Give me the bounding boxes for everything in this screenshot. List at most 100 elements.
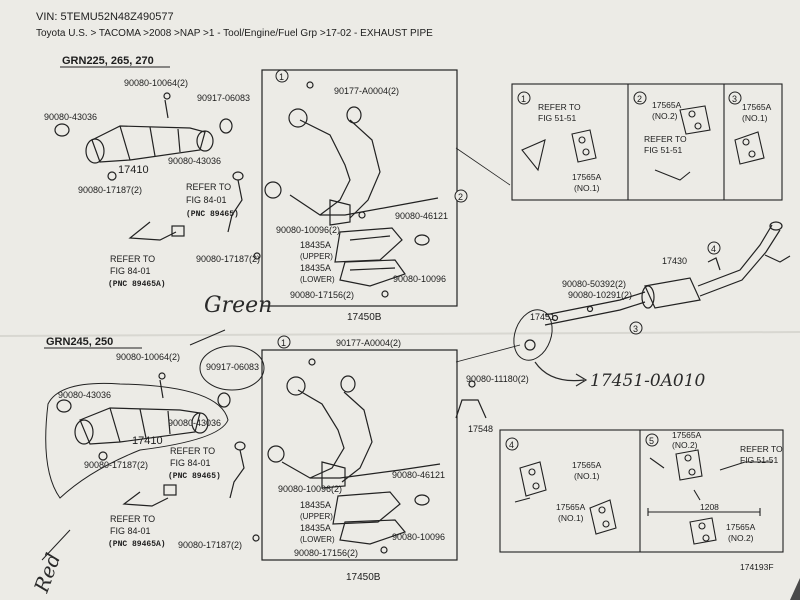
label-18435a-upper-top: 18435A	[300, 240, 331, 250]
top-section	[54, 69, 511, 307]
gasket-46121-top	[414, 234, 430, 246]
tailpipe-assembly	[455, 221, 791, 363]
gasket-06083-top	[219, 118, 233, 134]
label-06083-top: 90917-06083	[197, 93, 250, 103]
label-17565a-box5b: 17565A	[726, 522, 756, 532]
refer-to-box2: REFER TO	[644, 134, 687, 144]
label-17156-top: 90080-17156(2)	[290, 290, 354, 300]
no1-box1: (NO.1)	[574, 183, 600, 193]
nut-17187-top	[107, 171, 117, 181]
o2-sensor-wire-top	[227, 179, 243, 233]
fig-51-box2: FIG 51-51	[644, 145, 683, 155]
label-10096-2-bottom: 90080-10096(2)	[278, 484, 342, 494]
hanger-detail-boxes-bottom	[499, 429, 784, 553]
front-pipe-converter-bottom	[79, 407, 201, 445]
fig-84-bottom: FIG 84-01	[170, 458, 211, 468]
label-17565a-box5a: 17565A	[672, 430, 702, 440]
hand-circle-converter	[45, 382, 229, 499]
callout-2-box: 2	[637, 94, 642, 104]
refer-to-2-bottom: REFER TO	[110, 514, 155, 524]
label-17450b-bottom: 17450B	[346, 572, 381, 583]
label-17187-top: 90080-17187(2)	[78, 185, 142, 195]
gasket-43036-bottom	[56, 399, 72, 413]
label-17565a-box1: 17565A	[572, 172, 602, 182]
label-17548: 17548	[468, 424, 493, 434]
o2-sensor-lower-top	[128, 221, 177, 241]
label-46121-bottom: 90080-46121	[392, 470, 445, 480]
label-17565a-box3: 17565A	[742, 102, 772, 112]
upper-top: (UPPER)	[300, 252, 333, 261]
tailpipe-top	[697, 224, 773, 287]
handwritten-arrow	[534, 361, 588, 387]
paper-fold	[0, 331, 800, 337]
label-10291: 90080-10291(2)	[568, 290, 632, 300]
label-43036-top: 90080-43036	[44, 112, 97, 122]
label-10096-top: 90080-10096	[393, 274, 446, 284]
label-17430: 17430	[662, 256, 687, 266]
heat-insulator-lower-top	[339, 259, 406, 287]
pnc-89465-bottom: (PNC 89465)	[168, 472, 221, 481]
label-06083-bottom: 90917-06083	[206, 362, 259, 372]
label-50392: 90080-50392(2)	[562, 279, 626, 289]
callout-2-top: 2	[458, 192, 463, 202]
refer-to-box5: REFER TO	[740, 444, 783, 454]
pnc-89465a-top: (PNC 89465A)	[108, 280, 166, 289]
bottom-section	[41, 329, 487, 561]
group-label-bottom: GRN245, 250	[46, 336, 113, 348]
clamp-17548	[455, 399, 487, 419]
refer-to-2-top: REFER TO	[110, 254, 155, 264]
front-pipe-converter-top	[91, 125, 206, 163]
label-18435a-lower-bottom: 18435A	[300, 523, 331, 533]
label-10064-bottom: 90080-10064(2)	[116, 352, 180, 362]
heat-insulator-lower-bottom	[339, 519, 407, 545]
label-17187b-bottom: 90080-17187(2)	[178, 540, 242, 550]
highlight-circle-17451	[513, 309, 553, 361]
handwritten-part-number: 17451-0A010	[590, 371, 706, 391]
label-10096-bottom: 90080-10096	[392, 532, 445, 542]
gasket-43036-top	[54, 123, 70, 137]
label-10096-2-top: 90080-10096(2)	[276, 225, 340, 235]
label-43036b-top: 90080-43036	[168, 156, 221, 166]
label-17565a-box2: 17565A	[652, 100, 682, 110]
label-17187-bottom: 90080-17187(2)	[84, 460, 148, 470]
fig-84-2-top: FIG 84-01	[110, 266, 151, 276]
lower-bottom: (LOWER)	[300, 535, 335, 544]
callout-1-bottom: 1	[281, 338, 286, 348]
label-10064-top: 90080-10064(2)	[124, 78, 188, 88]
refer-to-top: REFER TO	[186, 182, 231, 192]
muffler-17430	[644, 277, 701, 309]
hand-circle-06083	[199, 345, 265, 391]
breadcrumb: Toyota U.S. > TACOMA >2008 >NAP >1 - Too…	[36, 28, 433, 39]
label-11180: 90080-11180(2)	[466, 374, 529, 384]
label-43036b-bottom: 90080-43036	[168, 418, 221, 428]
fig-51-box1: FIG 51-51	[538, 113, 577, 123]
hanger-detail-boxes-top	[511, 83, 783, 201]
vin-text: VIN: 5TEMU52N48Z490577	[36, 11, 174, 23]
callout-5-box: 5	[649, 436, 654, 446]
label-17450b-top: 17450B	[347, 312, 382, 323]
pnc-89465-top: (PNC 89465)	[186, 210, 239, 219]
label-17410-bottom: 17410	[132, 435, 163, 447]
label-46121-top: 90080-46121	[395, 211, 448, 221]
callout-1-top: 1	[279, 72, 284, 82]
dimension-1208: 1208	[700, 502, 719, 512]
label-17410-top: 17410	[118, 164, 149, 176]
label-a0004-top: 90177-A0004(2)	[334, 86, 399, 96]
callout-4-pipe: 4	[711, 244, 716, 254]
label-18435a-lower-top: 18435A	[300, 263, 331, 273]
center-pipe	[544, 291, 646, 316]
label-17451: 17451	[530, 312, 555, 322]
top-detail-frame	[261, 69, 458, 307]
group-label-top: GRN225, 265, 270	[62, 55, 154, 67]
figure-code: 174193F	[740, 562, 774, 572]
no2-box2: (NO.2)	[652, 111, 678, 121]
pnc-89465a-bottom: (PNC 89465A)	[108, 540, 166, 549]
label-43036-bottom: 90080-43036	[58, 390, 111, 400]
fig-84-2-bottom: FIG 84-01	[110, 526, 151, 536]
bottom-detail-frame	[261, 349, 458, 561]
no2-box5b: (NO.2)	[728, 533, 754, 543]
handwritten-green: Green	[204, 293, 272, 318]
no1-box4a: (NO.1)	[574, 471, 600, 481]
